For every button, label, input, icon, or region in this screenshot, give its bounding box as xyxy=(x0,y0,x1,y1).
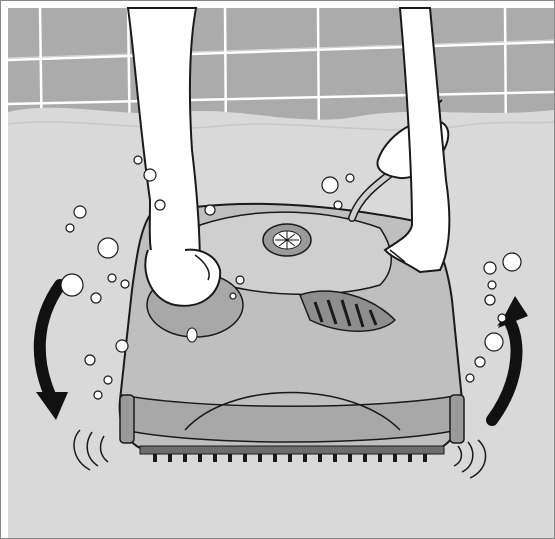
illustration-frame xyxy=(0,0,555,539)
pool-robot-illustration xyxy=(0,0,555,539)
